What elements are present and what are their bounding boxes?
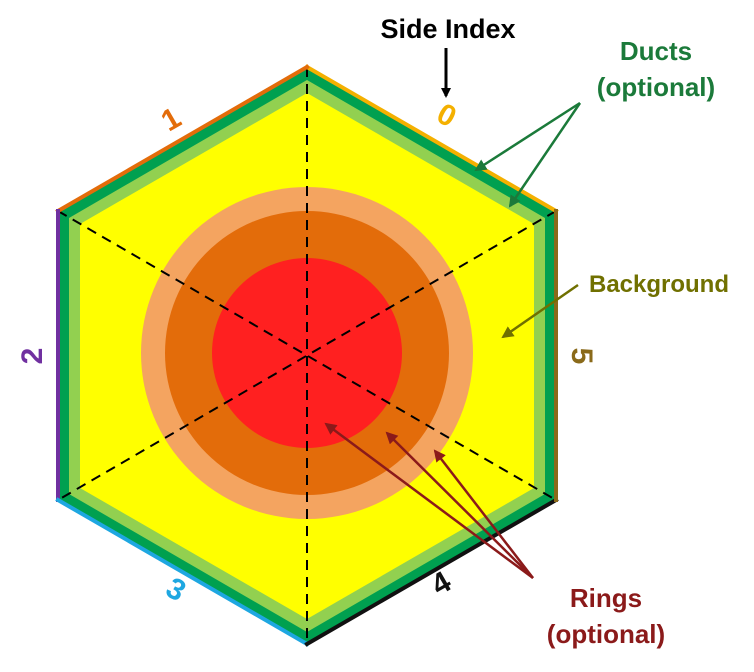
background-arrow <box>501 283 579 339</box>
rings-arrow-outer <box>433 449 534 579</box>
ducts-arrow-outer <box>474 101 581 172</box>
ring-inner <box>212 258 402 448</box>
background-label: Background <box>589 271 729 298</box>
side-label-4: 4 <box>426 565 457 602</box>
side-edge-1 <box>55 64 310 214</box>
side-label-5: 5 <box>565 348 598 365</box>
side-edge-4 <box>304 497 559 647</box>
side-label-0: 0 <box>431 97 461 134</box>
ducts-label: Ducts <box>620 36 692 66</box>
dashed-diagonals <box>57 67 557 644</box>
side-label-3: 3 <box>160 571 191 608</box>
rings-optional-label: (optional) <box>547 619 665 649</box>
rings-label: Rings <box>570 583 642 613</box>
side-edge-0 <box>304 64 559 214</box>
side-label-1: 1 <box>156 101 187 138</box>
rings-arrow-middle <box>385 431 534 579</box>
ducts-optional-label: (optional) <box>597 72 715 102</box>
side-index-title: Side Index <box>380 14 515 44</box>
ducts-arrow-inner <box>508 102 582 208</box>
rings-arrow-inner <box>324 422 534 580</box>
side-label-2: 2 <box>16 348 49 365</box>
side-edge-3 <box>55 497 310 647</box>
